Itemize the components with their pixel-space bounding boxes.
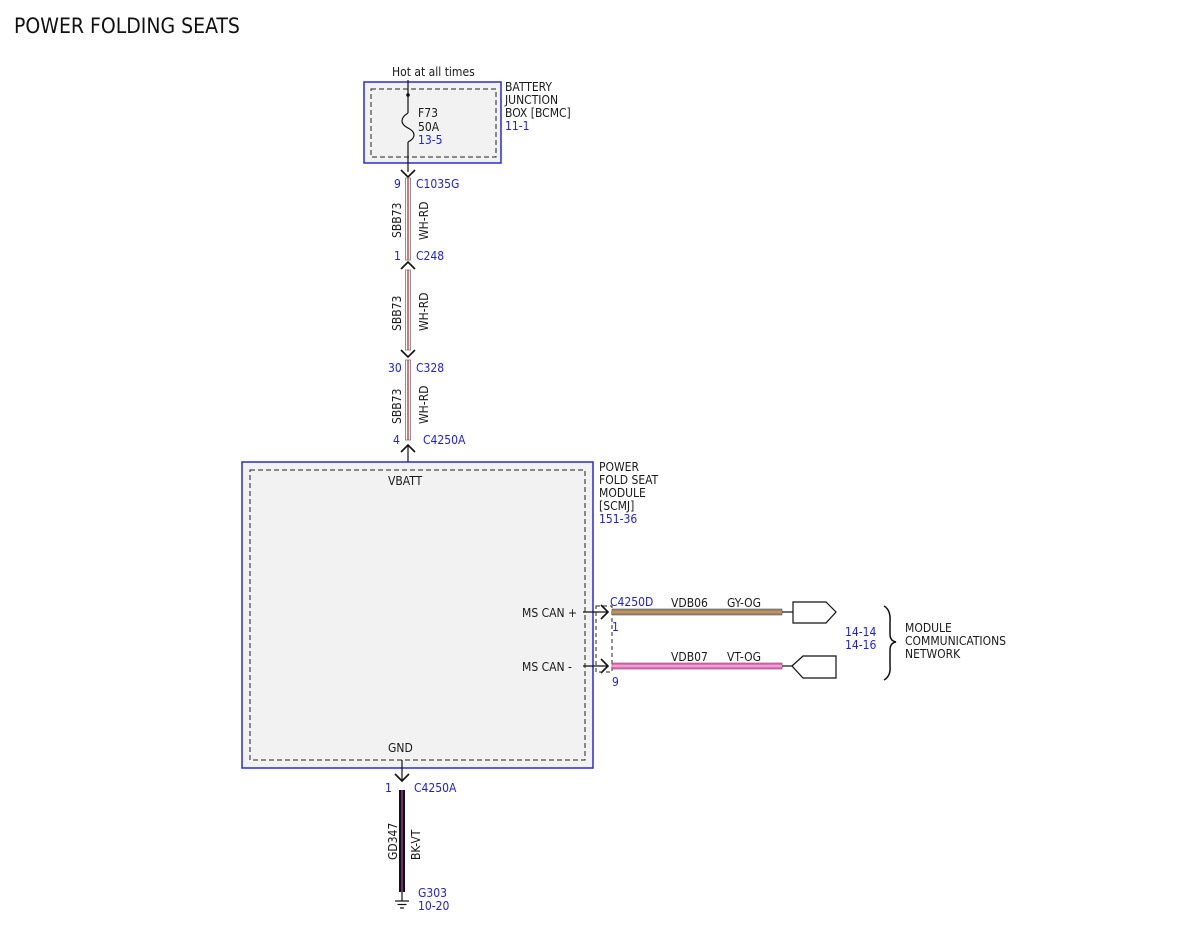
can-minus-circuit: VDB07 bbox=[671, 650, 708, 664]
network-label-line3: NETWORK bbox=[905, 647, 961, 661]
c248-name[interactable]: C248 bbox=[416, 249, 444, 263]
ground-point-ref[interactable]: 10-20 bbox=[418, 899, 449, 913]
bjb-label-line1: BATTERY bbox=[505, 80, 552, 94]
wire-ground[interactable] bbox=[399, 790, 405, 892]
power-source-label: Hot at all times bbox=[392, 65, 475, 79]
can-plus-color: GY-OG bbox=[727, 596, 761, 610]
power-fold-seat-module[interactable] bbox=[241, 461, 594, 769]
fuse-ref[interactable]: 13-5 bbox=[418, 133, 443, 147]
c4250a-top-pin: 4 bbox=[393, 433, 400, 447]
battery-junction-box[interactable] bbox=[363, 81, 502, 164]
can-minus-offpage-arrow-icon[interactable] bbox=[791, 655, 837, 679]
seg1-color: WH-RD bbox=[417, 201, 431, 240]
ground-circuit: GD347 bbox=[386, 823, 400, 860]
c4250a-bottom-name[interactable]: C4250A bbox=[414, 781, 457, 795]
seg2-color: WH-RD bbox=[417, 292, 431, 331]
c328-name[interactable]: C328 bbox=[416, 361, 444, 375]
bjb-label-line3: BOX [BCMC] bbox=[505, 106, 571, 120]
module-label-line1: POWER bbox=[599, 460, 640, 474]
network-brace-icon bbox=[883, 605, 897, 681]
gnd-label: GND bbox=[388, 741, 413, 755]
connector-c4250a-bottom-icon[interactable] bbox=[394, 773, 410, 783]
connector-c1035g-icon[interactable] bbox=[400, 169, 416, 179]
c4250d-pin-minus: 9 bbox=[612, 675, 619, 689]
c1035g-name[interactable]: C1035G bbox=[416, 177, 459, 191]
fuse-splice-dot bbox=[406, 93, 410, 97]
module-label-line2: FOLD SEAT bbox=[599, 473, 659, 487]
can-minus-color: VT-OG bbox=[727, 650, 761, 664]
ground-point-name[interactable]: G303 bbox=[418, 886, 447, 900]
module-label-line4: [SCMJ] bbox=[599, 499, 634, 513]
fuse-icon[interactable] bbox=[401, 112, 415, 143]
wire-seg1[interactable] bbox=[405, 177, 411, 261]
c4250a-bottom-pin: 1 bbox=[385, 781, 392, 795]
vbatt-label: VBATT bbox=[388, 474, 423, 488]
ms-can-minus-label: MS CAN - bbox=[522, 660, 572, 674]
network-ref2[interactable]: 14-16 bbox=[845, 638, 876, 652]
module-ref[interactable]: 151-36 bbox=[599, 512, 637, 526]
wire-seg3[interactable] bbox=[405, 359, 411, 441]
ground-color: BK-VT bbox=[409, 829, 423, 860]
c4250d-connector-outline bbox=[595, 605, 613, 673]
network-label-line2: COMMUNICATIONS bbox=[905, 634, 1006, 648]
page-title: POWER FOLDING SEATS bbox=[14, 14, 240, 38]
seg1-circuit: SBB73 bbox=[390, 203, 404, 238]
bjb-label-line2: JUNCTION bbox=[504, 93, 558, 107]
c4250a-top-name[interactable]: C4250A bbox=[423, 433, 466, 447]
module-label-line3: MODULE bbox=[599, 486, 646, 500]
fuse-name: F73 bbox=[418, 106, 438, 120]
connector-c328-icon[interactable] bbox=[400, 349, 416, 359]
c248-pin: 1 bbox=[394, 249, 401, 263]
wire-seg2[interactable] bbox=[405, 269, 411, 351]
network-label-line1: MODULE bbox=[905, 621, 952, 635]
connector-c4250d-plus-icon[interactable] bbox=[600, 604, 610, 620]
network-ref1[interactable]: 14-14 bbox=[845, 625, 876, 639]
seg3-color: WH-RD bbox=[417, 385, 431, 424]
fuse-rating: 50A bbox=[418, 120, 440, 134]
c328-pin: 30 bbox=[388, 361, 402, 375]
can-plus-offpage-arrow-icon[interactable] bbox=[792, 601, 837, 624]
c4250d-name[interactable]: C4250D bbox=[610, 595, 653, 609]
c4250d-pin-plus: 1 bbox=[612, 620, 619, 634]
ground-symbol-icon[interactable] bbox=[395, 892, 409, 909]
seg2-circuit: SBB73 bbox=[390, 296, 404, 331]
can-plus-circuit: VDB06 bbox=[671, 596, 708, 610]
ms-can-plus-label: MS CAN + bbox=[522, 606, 577, 620]
c1035g-pin: 9 bbox=[394, 177, 401, 191]
connector-c4250d-minus-icon[interactable] bbox=[600, 658, 610, 674]
seg3-circuit: SBB73 bbox=[390, 389, 404, 424]
connector-c248-icon[interactable] bbox=[400, 260, 416, 270]
bjb-ref[interactable]: 11-1 bbox=[505, 119, 530, 133]
